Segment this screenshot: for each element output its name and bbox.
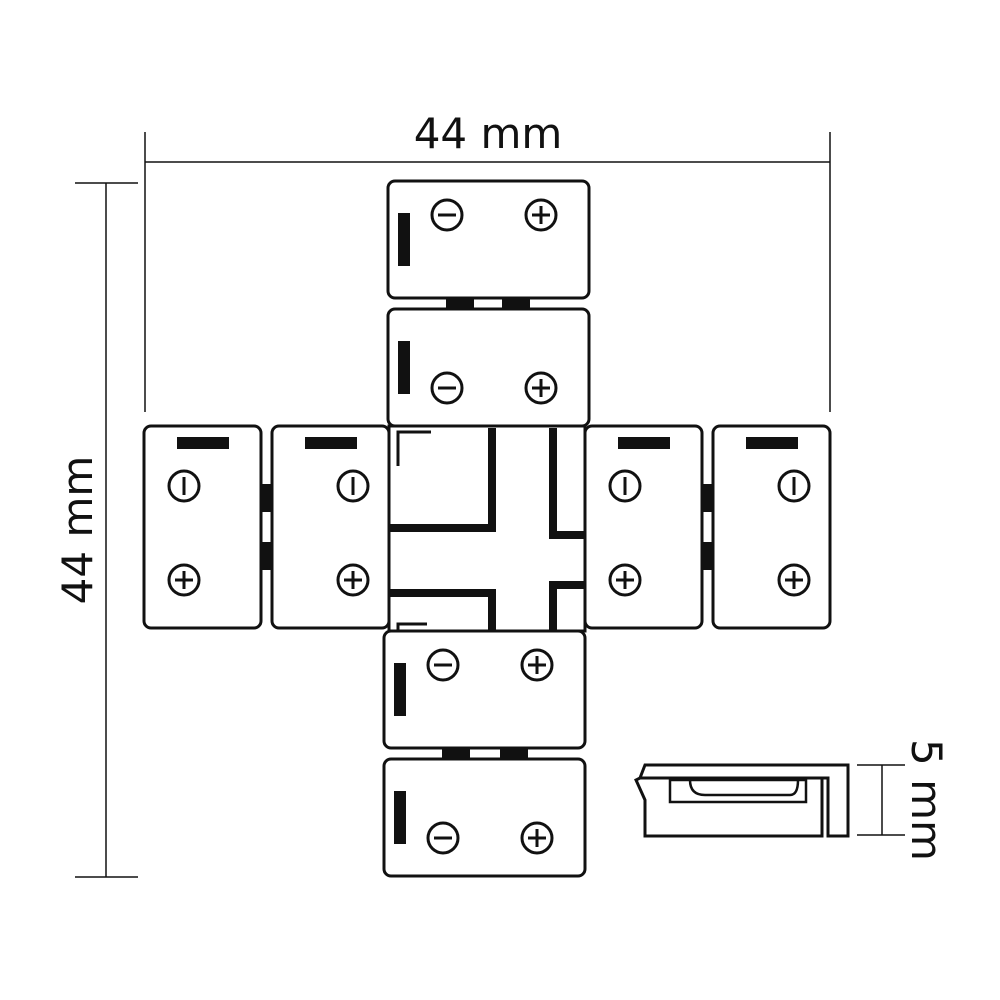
plus-terminal-icon xyxy=(520,821,554,855)
center-junction xyxy=(387,424,587,633)
thickness-label: 5 mm xyxy=(902,739,951,861)
clip-latch-bar xyxy=(177,437,229,449)
height-dimension: 44 mm xyxy=(53,182,138,878)
plus-terminal-icon xyxy=(524,198,558,232)
minus-terminal-icon xyxy=(426,821,460,855)
plus-terminal-icon xyxy=(608,563,642,597)
connector-clip xyxy=(386,179,591,300)
plus-terminal-icon xyxy=(520,648,554,682)
connector-clip xyxy=(711,424,832,630)
minus-terminal-icon xyxy=(608,469,642,503)
connector-clip xyxy=(583,424,704,630)
minus-terminal-icon xyxy=(777,469,811,503)
plus-terminal-icon xyxy=(777,563,811,597)
clip-latch-bar xyxy=(394,791,406,844)
plus-terminal-icon xyxy=(167,563,201,597)
height-label: 44 mm xyxy=(53,456,102,605)
clip-latch-bar xyxy=(394,663,406,716)
clip-latch-bar xyxy=(746,437,798,449)
clip-latch-bar xyxy=(305,437,357,449)
minus-terminal-icon xyxy=(430,371,464,405)
connector-clip xyxy=(386,307,591,428)
minus-terminal-icon xyxy=(426,648,460,682)
minus-terminal-icon xyxy=(336,469,370,503)
clip-joints xyxy=(261,297,713,760)
connector-clip xyxy=(382,629,587,750)
connector-clip xyxy=(382,757,587,878)
connector-clip xyxy=(142,424,263,630)
width-label: 44 mm xyxy=(414,109,563,158)
clip-latch-bar xyxy=(618,437,670,449)
thickness-dimension: 5 mm xyxy=(857,739,951,861)
plus-terminal-icon xyxy=(524,371,558,405)
width-dimension: 44 mm xyxy=(144,109,831,412)
clip-latch-bar xyxy=(398,341,410,394)
side-view xyxy=(634,763,850,838)
connector-clip xyxy=(270,424,391,630)
minus-terminal-icon xyxy=(430,198,464,232)
minus-terminal-icon xyxy=(167,469,201,503)
clip-latch-bar xyxy=(398,213,410,266)
plus-terminal-icon xyxy=(336,563,370,597)
